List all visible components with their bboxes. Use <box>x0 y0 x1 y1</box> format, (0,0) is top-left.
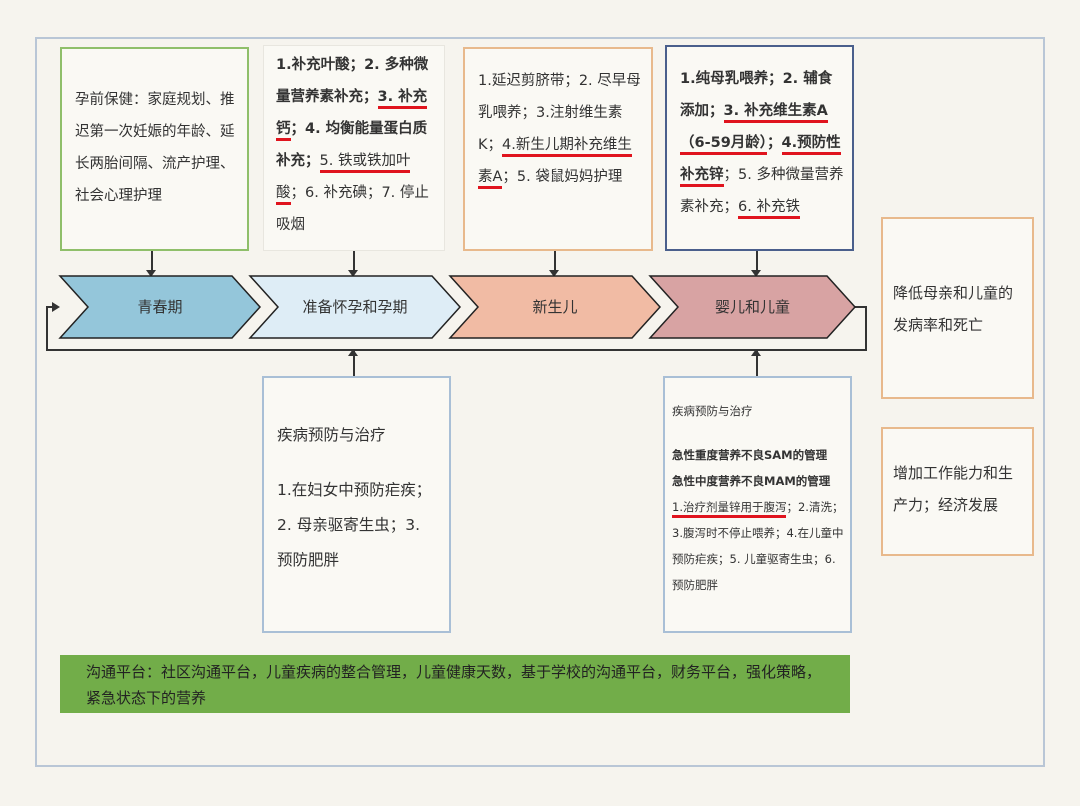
mam-management: 急性中度营养不良MAM的管理 <box>672 474 831 488</box>
infant-box: 1.纯母乳喂养；2. 辅食添加；3. 补充维生素A（6-59月龄）；4.预防性补… <box>665 45 854 251</box>
platform-text: 沟通平台：社区沟通平台，儿童疾病的整合管理，儿童健康天数，基于学校的沟通平台，财… <box>86 663 822 707</box>
chevron-shape <box>648 275 857 339</box>
text-segment: ；4. 均衡能量蛋白质补充； <box>276 121 428 169</box>
text-segment: ；2.清洗；3.腹泻时不停止喂养；4.在儿童中预防疟疾；5. 儿童驱寄生虫；6.… <box>672 500 844 592</box>
chevron-shape <box>448 275 662 339</box>
right-disease-box: 疾病预防与治疗 急性重度营养不良SAM的管理 急性中度营养不良MAM的管理 1.… <box>663 376 852 633</box>
arrow-down <box>554 251 556 273</box>
text-segment: 1.纯母乳喂养；2. 辅食添加； <box>680 71 833 119</box>
outcome-box-economy: 增加工作能力和生产力；经济发展 <box>881 427 1034 556</box>
highlighted-text: 4.预防性补充锌 <box>680 135 841 187</box>
arrow-up <box>353 350 355 376</box>
stage-adolescence: 青春期 <box>60 276 260 338</box>
text-segment: ；5. 袋鼠妈妈护理 <box>502 169 623 185</box>
chevron-shape <box>58 275 262 339</box>
left-disease-box: 疾病预防与治疗 1.在妇女中预防疟疾；2. 母亲驱寄生虫；3. 预防肥胖 <box>262 376 451 633</box>
text-segment: 孕前保健：家庭规划、推迟第一次妊娠的年龄、延长两胎间隔、流产护理、社会心理护理 <box>75 92 235 204</box>
text-segment: ； <box>767 135 782 151</box>
highlighted-text: 3. 补充维生素A（6-59月龄） <box>680 103 828 155</box>
stage-infant-child: 婴儿和儿童 <box>650 276 855 338</box>
newborn-box: 1.延迟剪脐带；2. 尽早母乳喂养；3.注射维生素K；4.新生儿期补充维生素A；… <box>463 47 653 251</box>
highlighted-text: 4.新生儿期补充维生素A <box>478 137 632 189</box>
outcome-text: 降低母亲和儿童的发病率和死亡 <box>893 284 1014 334</box>
preconception-box: 孕前保健：家庭规划、推迟第一次妊娠的年龄、延长两胎间隔、流产护理、社会心理护理 <box>60 47 249 251</box>
text-segment: 1.补充叶酸；2. 多种微量营养素补充； <box>276 57 429 105</box>
outcome-text: 增加工作能力和生产力；经济发展 <box>893 464 1014 514</box>
disease-title: 疾病预防与治疗 <box>277 426 386 444</box>
pregnancy-box: 1.补充叶酸；2. 多种微量营养素补充；3. 补充钙；4. 均衡能量蛋白质补充；… <box>263 45 445 251</box>
arrow-down <box>353 251 355 273</box>
arrow-down <box>151 251 153 273</box>
outer-frame <box>35 37 1045 767</box>
highlighted-text: 3. 补充钙 <box>276 89 428 141</box>
arrow-up <box>756 350 758 376</box>
stage-label: 准备怀孕和孕期 <box>302 298 408 316</box>
text-segment: ；6. 补充碘；7. 停止吸烟 <box>276 185 429 233</box>
highlighted-text: 1.治疗剂量锌用于腹泻 <box>672 500 787 518</box>
highlighted-text: 5. 铁或铁加叶酸 <box>276 153 411 205</box>
platform-bar: 沟通平台：社区沟通平台，儿童疾病的整合管理，儿童健康天数，基于学校的沟通平台，财… <box>60 655 850 713</box>
highlighted-text: 6. 补充铁 <box>738 199 800 219</box>
text-segment: 1.延迟剪脐带；2. 尽早母乳喂养；3.注射维生素K； <box>478 73 641 153</box>
stage-pregnancy: 准备怀孕和孕期 <box>250 276 460 338</box>
arrow-down <box>756 251 758 273</box>
chevron-shape <box>248 275 462 339</box>
sam-management: 急性重度营养不良SAM的管理 <box>672 448 828 462</box>
stage-label: 婴儿和儿童 <box>714 298 790 316</box>
stage-label: 青春期 <box>137 298 183 316</box>
disease-title: 疾病预防与治疗 <box>672 404 753 418</box>
text-segment: ；5. 多种微量营养素补充； <box>680 167 844 215</box>
stage-newborn: 新生儿 <box>450 276 660 338</box>
stage-label: 新生儿 <box>532 298 578 316</box>
outcome-box-health: 降低母亲和儿童的发病率和死亡 <box>881 217 1034 399</box>
disease-body: 1.在妇女中预防疟疾；2. 母亲驱寄生虫；3. 预防肥胖 <box>277 481 432 569</box>
